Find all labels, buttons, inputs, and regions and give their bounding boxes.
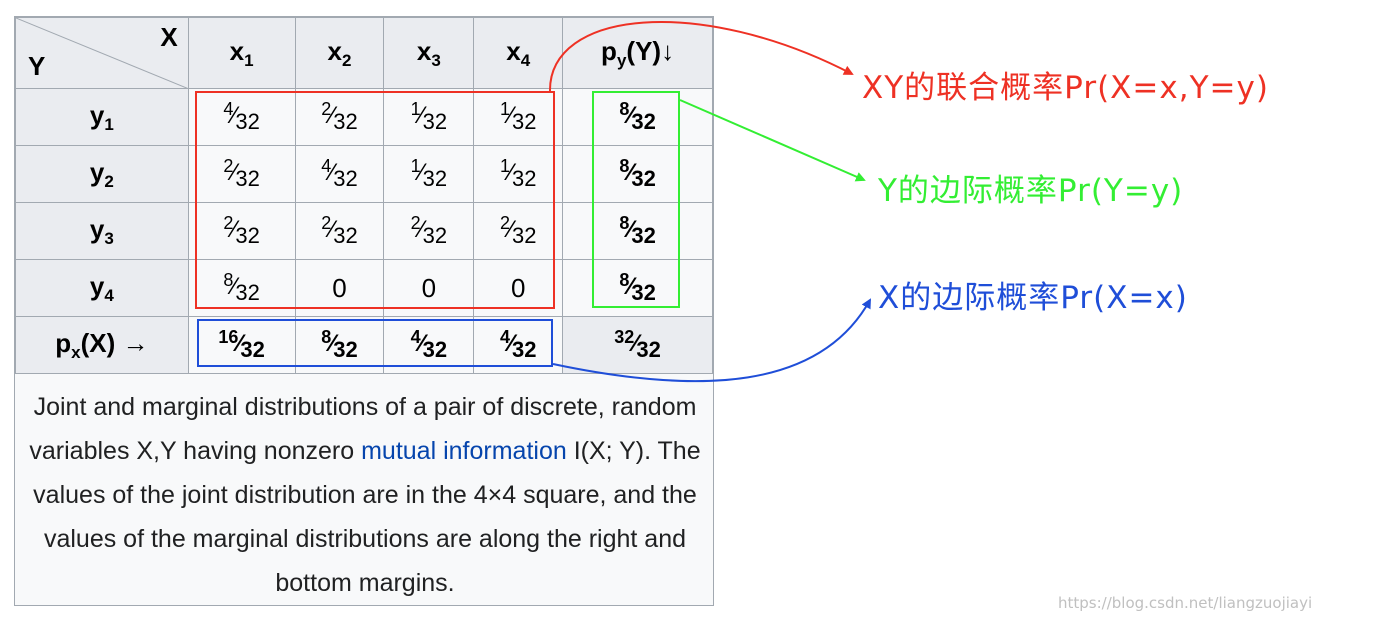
joint-cell: 2⁄32: [473, 202, 564, 260]
marginal-x-highlight-box: [197, 319, 553, 367]
joint-cell: 2⁄32: [187, 202, 296, 260]
mutual-information-link[interactable]: mutual information: [361, 437, 567, 465]
marginal-y-header: py(Y)↓: [562, 17, 713, 89]
corner-header-cell: X Y: [15, 17, 189, 89]
row-header-y1: y1: [15, 88, 189, 146]
joint-cell: 4⁄32: [294, 145, 385, 203]
row-header-y3: y3: [15, 202, 189, 260]
marginal-y-annotation: Y的边际概率Pr(Y=y): [878, 173, 1184, 209]
col-header-x1: x1: [187, 17, 296, 89]
joint-arrow: [548, 21, 854, 93]
marginal-x-annotation: X的边际概率Pr(X=x): [878, 280, 1188, 316]
joint-probability-annotation: XY的联合概率Pr(X=x,Y=y): [862, 70, 1269, 106]
marginal-x-arrow: [552, 298, 871, 383]
corner-diagonal-line: [16, 18, 187, 88]
marginal-y-cell: 8⁄32: [562, 88, 713, 146]
marginal-y-arrow: [679, 99, 866, 182]
joint-cell: 2⁄32: [383, 202, 475, 260]
caption-text-2: I(X; Y). The values of the joint distrib…: [33, 437, 701, 597]
corner-x-label: X: [160, 22, 178, 52]
joint-cell: 1⁄32: [473, 88, 564, 146]
marginal-y-highlight-box: [592, 91, 680, 308]
joint-cell: 2⁄32: [294, 202, 385, 260]
marginal-x-cell: 4⁄32: [473, 316, 564, 374]
row-header-y4: y4: [15, 259, 189, 317]
joint-cell: 2⁄32: [187, 145, 296, 203]
marginal-x-cell: 16⁄32: [187, 316, 296, 374]
marginal-y-cell: 8⁄32: [562, 202, 713, 260]
figure-caption: Joint and marginal distributions of a pa…: [29, 385, 701, 605]
corner-y-label: Y: [28, 51, 46, 81]
marginal-x-header: px(X) →: [15, 316, 189, 374]
joint-cell: 4⁄32: [187, 88, 296, 146]
joint-cell: 1⁄32: [383, 88, 475, 146]
caption-text-1: Joint and marginal distributions of a pa…: [29, 393, 697, 465]
col-header-x3: x3: [383, 17, 475, 89]
joint-cell: 1⁄32: [383, 145, 475, 203]
col-header-x4: x4: [473, 17, 564, 89]
watermark: https://blog.csdn.net/liangzuojiayi: [1058, 594, 1313, 612]
joint-highlight-box: [195, 91, 555, 309]
joint-cell: 1⁄32: [473, 145, 564, 203]
marginal-y-cell: 8⁄32: [562, 145, 713, 203]
total-cell: 32⁄32: [562, 316, 713, 374]
marginal-x-cell: 8⁄32: [294, 316, 385, 374]
joint-cell: 2⁄32: [294, 88, 385, 146]
marginal-x-cell: 4⁄32: [383, 316, 475, 374]
